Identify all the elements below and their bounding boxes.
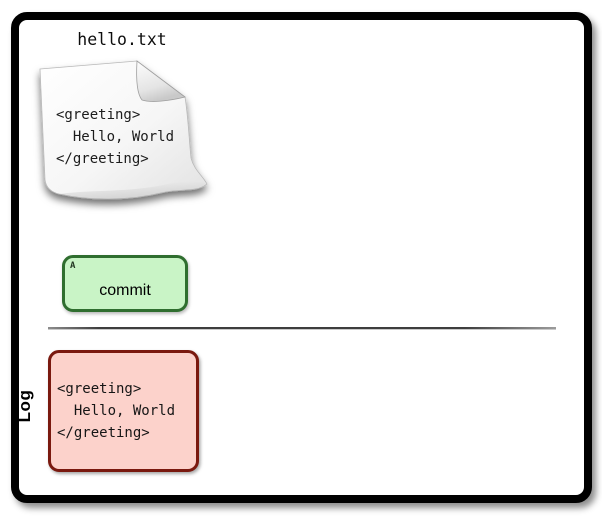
diagram-frame: hello.txt [11, 12, 592, 503]
divider-line [48, 327, 556, 330]
commit-button-label: commit [99, 281, 151, 299]
file-content: <greeting> Hello, World </greeting> [56, 107, 175, 167]
file-name-label: hello.txt [77, 30, 167, 49]
log-entry: <greeting> Hello, World </greeting> [48, 350, 199, 472]
log-axis-label: Log [15, 389, 34, 423]
commit-badge: A [70, 261, 76, 271]
document-paper-icon [39, 60, 208, 200]
log-entry-content: <greeting> Hello, World </greeting> [57, 381, 176, 441]
diagram-canvas: hello.txt [15, 20, 584, 495]
commit-button[interactable]: A commit [62, 255, 188, 312]
